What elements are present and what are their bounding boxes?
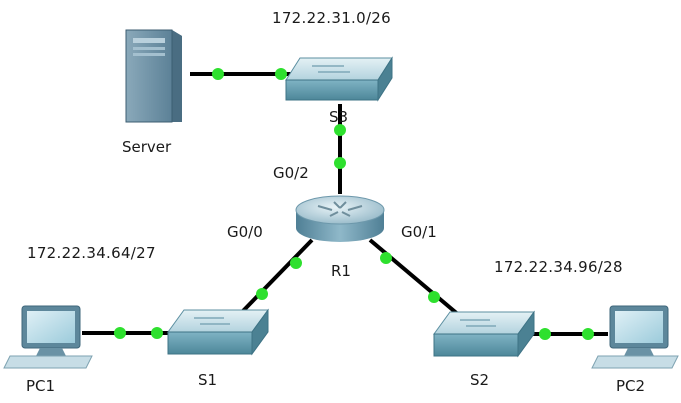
server-device[interactable]: Server (122, 29, 182, 156)
link-light (428, 291, 440, 303)
interface-g0-2-label: G0/2 (273, 164, 309, 182)
server-icon (125, 29, 182, 123)
server-label: Server (122, 138, 172, 156)
network-label-server-lan: 172.22.31.0/26 (272, 9, 391, 27)
pc1-label: PC1 (26, 377, 55, 395)
link-light (275, 68, 287, 80)
switch-icon (167, 308, 269, 356)
switch-s1-device[interactable]: S1 (167, 308, 269, 389)
switch-s2-label: S2 (470, 371, 489, 389)
network-label-pc1-lan: 172.22.34.64/27 (27, 244, 156, 262)
link-light (334, 124, 346, 136)
pc2-device[interactable]: PC2 (591, 305, 679, 395)
router-icon (295, 195, 385, 242)
link-light (290, 257, 302, 269)
link-light (539, 328, 551, 340)
switch-s1-label: S1 (198, 371, 217, 389)
switch-s2-device[interactable]: 172.22.34.96/28 S2 (433, 258, 623, 389)
link-light (334, 157, 346, 169)
router-r1-label: R1 (331, 262, 351, 280)
interface-g0-0-label: G0/0 (227, 223, 263, 241)
pc1-device[interactable]: 172.22.34.64/27 PC1 (3, 244, 156, 395)
link-light (380, 252, 392, 264)
link-light (151, 327, 163, 339)
link-r1-s2 (368, 238, 462, 318)
switch-s3-device[interactable]: 172.22.31.0/26 S3 (272, 9, 393, 126)
network-label-pc2-lan: 172.22.34.96/28 (494, 258, 623, 276)
pc-icon (591, 305, 679, 369)
link-light (582, 328, 594, 340)
link-light (114, 327, 126, 339)
pc-icon (3, 305, 93, 369)
link-light (256, 288, 268, 300)
link-light (212, 68, 224, 80)
router-r1-device[interactable]: R1 G0/2 G0/0 G0/1 (227, 164, 437, 280)
switch-icon (285, 56, 393, 102)
link-r1-s1 (240, 238, 314, 314)
link-lights (114, 68, 594, 340)
pc2-label: PC2 (616, 377, 645, 395)
interface-g0-1-label: G0/1 (401, 223, 437, 241)
switch-icon (433, 310, 535, 358)
switch-s3-label: S3 (329, 108, 348, 126)
